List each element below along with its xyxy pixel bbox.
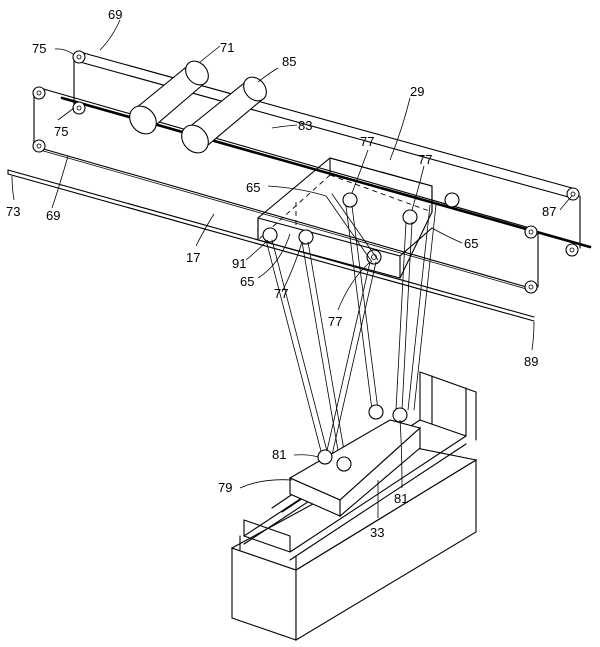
label-89: 89 <box>524 354 538 369</box>
drum-71 <box>129 60 209 135</box>
label-33: 33 <box>370 525 384 540</box>
label-77-b: 77 <box>418 152 432 167</box>
label-79: 79 <box>218 480 232 495</box>
label-85: 85 <box>282 54 296 69</box>
label-87: 87 <box>542 204 556 219</box>
label-81-a: 81 <box>272 447 286 462</box>
label-73: 73 <box>6 204 20 219</box>
label-81-b: 81 <box>394 491 408 506</box>
label-69-top: 69 <box>108 7 122 22</box>
carriage-65 <box>257 157 433 279</box>
pulleys-87 <box>524 187 580 294</box>
carriage-pulleys <box>262 192 460 265</box>
upper-belt-loop <box>73 51 581 249</box>
long-rail <box>7 169 535 322</box>
plate-17 <box>39 149 531 291</box>
label-91: 91 <box>232 256 246 271</box>
label-65-b: 65 <box>464 236 478 251</box>
label-71: 71 <box>220 40 234 55</box>
label-17: 17 <box>186 250 200 265</box>
label-77-c: 77 <box>274 286 288 301</box>
leader-lines <box>11 19 573 519</box>
drum-85 <box>181 76 267 154</box>
label-65-c: 65 <box>240 274 254 289</box>
label-65-a: 65 <box>246 180 260 195</box>
spreader-79 <box>288 404 422 518</box>
hoist-cables <box>265 193 437 463</box>
pulleys-75 <box>32 50 86 153</box>
container-33 <box>230 371 478 641</box>
label-75-top: 75 <box>32 41 46 56</box>
label-77-a: 77 <box>360 134 374 149</box>
label-83: 83 <box>298 118 312 133</box>
label-77-d: 77 <box>328 314 342 329</box>
label-75-mid: 75 <box>54 124 68 139</box>
label-29: 29 <box>410 84 424 99</box>
reference-numerals: 69 75 71 85 29 75 83 77 77 65 73 69 87 1… <box>6 7 556 540</box>
label-69-left: 69 <box>46 208 60 223</box>
